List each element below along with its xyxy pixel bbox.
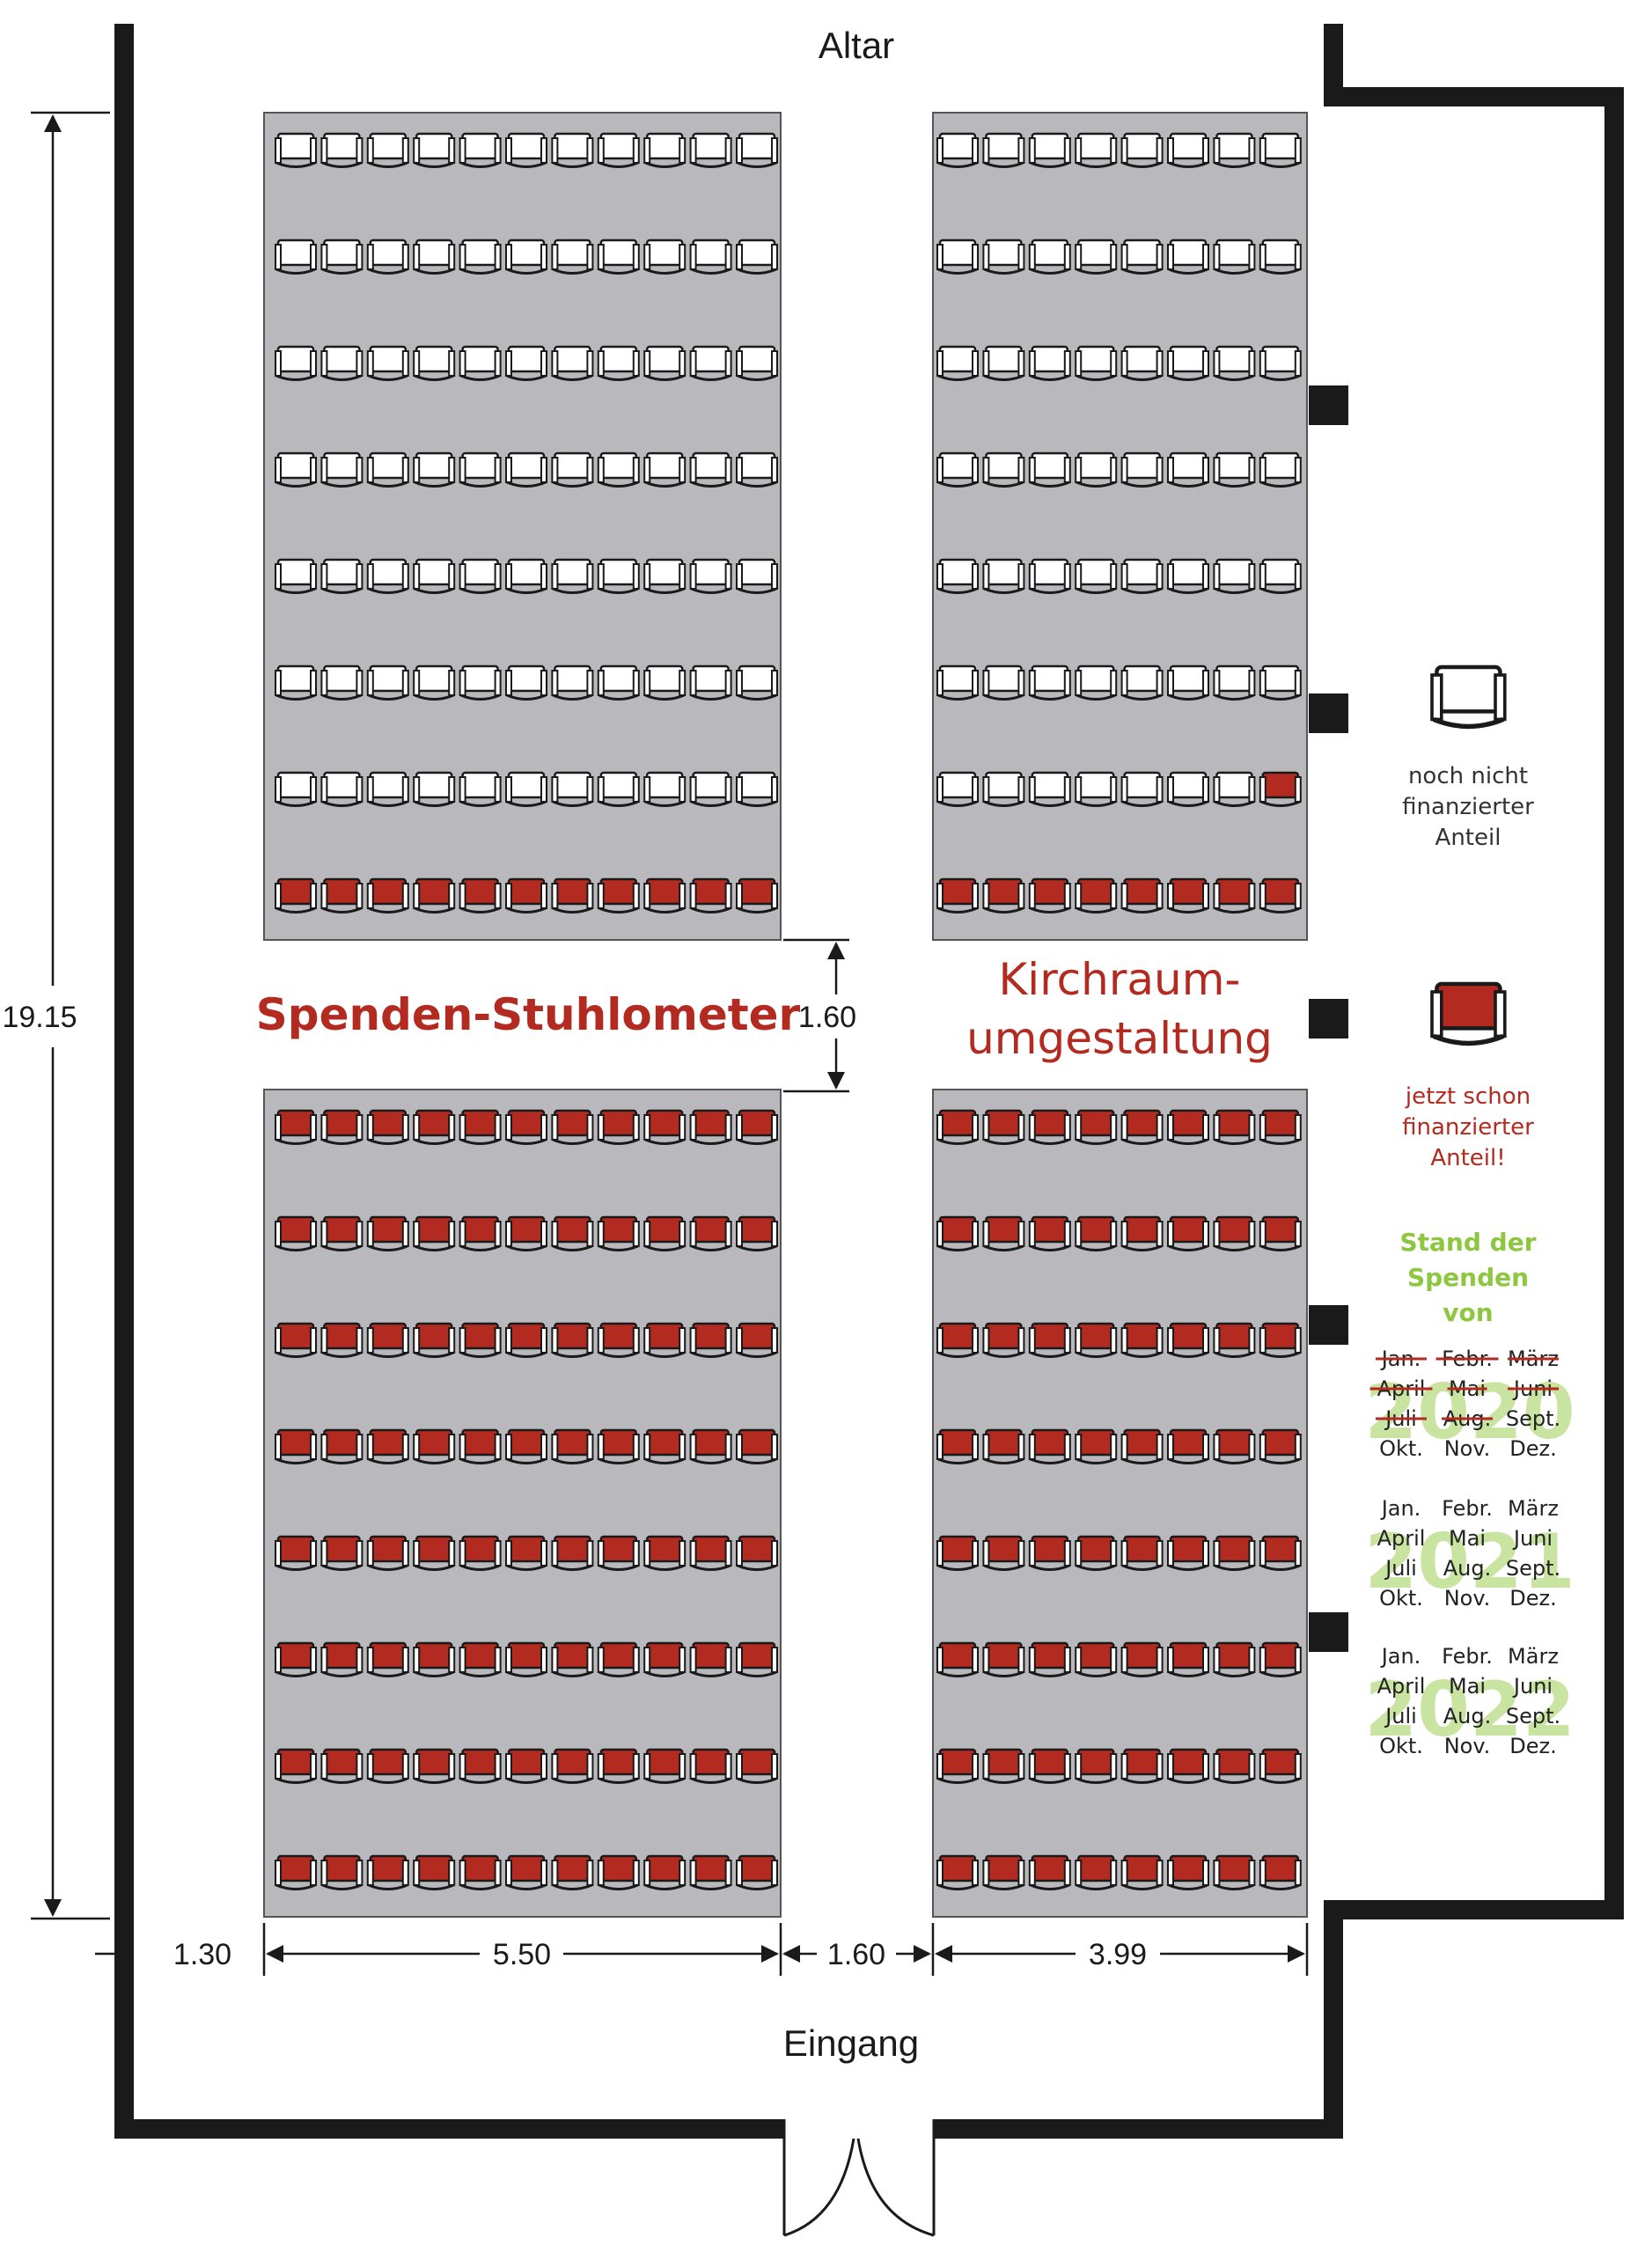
month-label: Nov.	[1444, 1436, 1491, 1461]
dimension-labels: 19.15 1.60 1.30 5.50 1.60 3.99	[2, 1001, 1147, 1971]
legend-funded-line-3: Anteil!	[1430, 1145, 1505, 1171]
month-label: März	[1508, 1496, 1559, 1521]
outer-wall-right	[934, 24, 1624, 2139]
pillar	[1309, 1305, 1348, 1345]
month-label: Mai	[1449, 1526, 1486, 1551]
month-label: Juli	[1384, 1556, 1417, 1581]
year-label: 2020	[1364, 1369, 1575, 1457]
month-label: Juni	[1512, 1526, 1553, 1551]
month-label: Juni	[1512, 1674, 1553, 1699]
subtitle-line-2: umgestaltung	[966, 1013, 1273, 1064]
legend-unfunded-line-3: Anteil	[1435, 825, 1501, 851]
month-label: Jan.	[1380, 1644, 1421, 1669]
stand-heading-line-2: Spenden	[1407, 1263, 1529, 1292]
stand-heading-line-1: Stand der	[1399, 1228, 1536, 1257]
dim-length-total: 19.15	[2, 1001, 77, 1034]
legend-funded: jetzt schon finanzierter Anteil!	[1402, 984, 1534, 1171]
month-label: Sept.	[1506, 1556, 1560, 1581]
subtitle-line-1: Kirchraum-	[999, 954, 1241, 1005]
entrance-label: Eingang	[783, 2022, 919, 2064]
year-label: 2021	[1364, 1518, 1575, 1606]
altar-label: Altar	[819, 25, 894, 66]
left-back-block	[263, 1089, 782, 1918]
pillars	[1309, 385, 1348, 1652]
left-front-block	[263, 112, 782, 941]
legend-funded-line-1: jetzt schon	[1405, 1083, 1531, 1110]
legend-unfunded-line-1: noch nicht	[1408, 763, 1528, 789]
month-label: Jan.	[1380, 1496, 1421, 1521]
month-label: Dez.	[1509, 1586, 1556, 1611]
dim-right-block: 3.99	[1089, 1938, 1147, 1971]
month-label: April	[1377, 1526, 1426, 1551]
chart-title: Spenden-Stuhlometer	[256, 989, 801, 1040]
stand-heading-line-3: von	[1443, 1298, 1493, 1327]
right-back-block	[932, 1089, 1308, 1918]
dim-left-margin: 1.30	[173, 1938, 231, 1971]
dim-left-block: 5.50	[493, 1938, 551, 1971]
month-label: Nov.	[1444, 1586, 1491, 1611]
month-label: Sept.	[1506, 1406, 1560, 1431]
month-label: April	[1377, 1674, 1426, 1699]
year-label: 2022	[1364, 1666, 1575, 1754]
legend-funded-line-2: finanzierter	[1402, 1114, 1534, 1141]
month-label: Aug.	[1443, 1556, 1492, 1581]
legend-unfunded: noch nicht finanzierter Anteil	[1402, 667, 1534, 851]
month-label: Dez.	[1509, 1734, 1556, 1758]
pillar	[1309, 694, 1348, 733]
month-label: Sept.	[1506, 1704, 1560, 1728]
month-label: Okt.	[1379, 1586, 1423, 1611]
outer-wall	[114, 24, 784, 2139]
month-label: März	[1508, 1644, 1559, 1669]
month-label: Okt.	[1379, 1734, 1423, 1758]
month-label: Dez.	[1509, 1436, 1556, 1461]
month-label: Aug.	[1443, 1704, 1492, 1728]
entrance-door	[782, 2119, 936, 2237]
pillar	[1309, 385, 1348, 425]
pillar	[1309, 999, 1348, 1038]
month-label: Juli	[1384, 1704, 1417, 1728]
legend: noch nicht finanzierter Anteil jetzt sch…	[1399, 667, 1537, 1327]
legend-unfunded-line-2: finanzierter	[1402, 794, 1534, 820]
month-label: Febr.	[1442, 1496, 1493, 1521]
legend-chair-unfunded-icon	[1432, 667, 1505, 727]
pillar	[1309, 1612, 1348, 1652]
dim-center-aisle: 1.60	[827, 1938, 885, 1971]
dimension-lines	[31, 111, 1309, 1976]
month-label: Okt.	[1379, 1436, 1423, 1461]
right-front-block	[932, 112, 1308, 941]
walls	[114, 24, 1624, 2139]
month-label: Nov.	[1444, 1734, 1491, 1758]
month-label: Febr.	[1442, 1644, 1493, 1669]
legend-chair-funded-icon	[1432, 984, 1505, 1044]
month-label: Mai	[1449, 1674, 1486, 1699]
dim-aisle-cross: 1.60	[798, 1001, 856, 1034]
